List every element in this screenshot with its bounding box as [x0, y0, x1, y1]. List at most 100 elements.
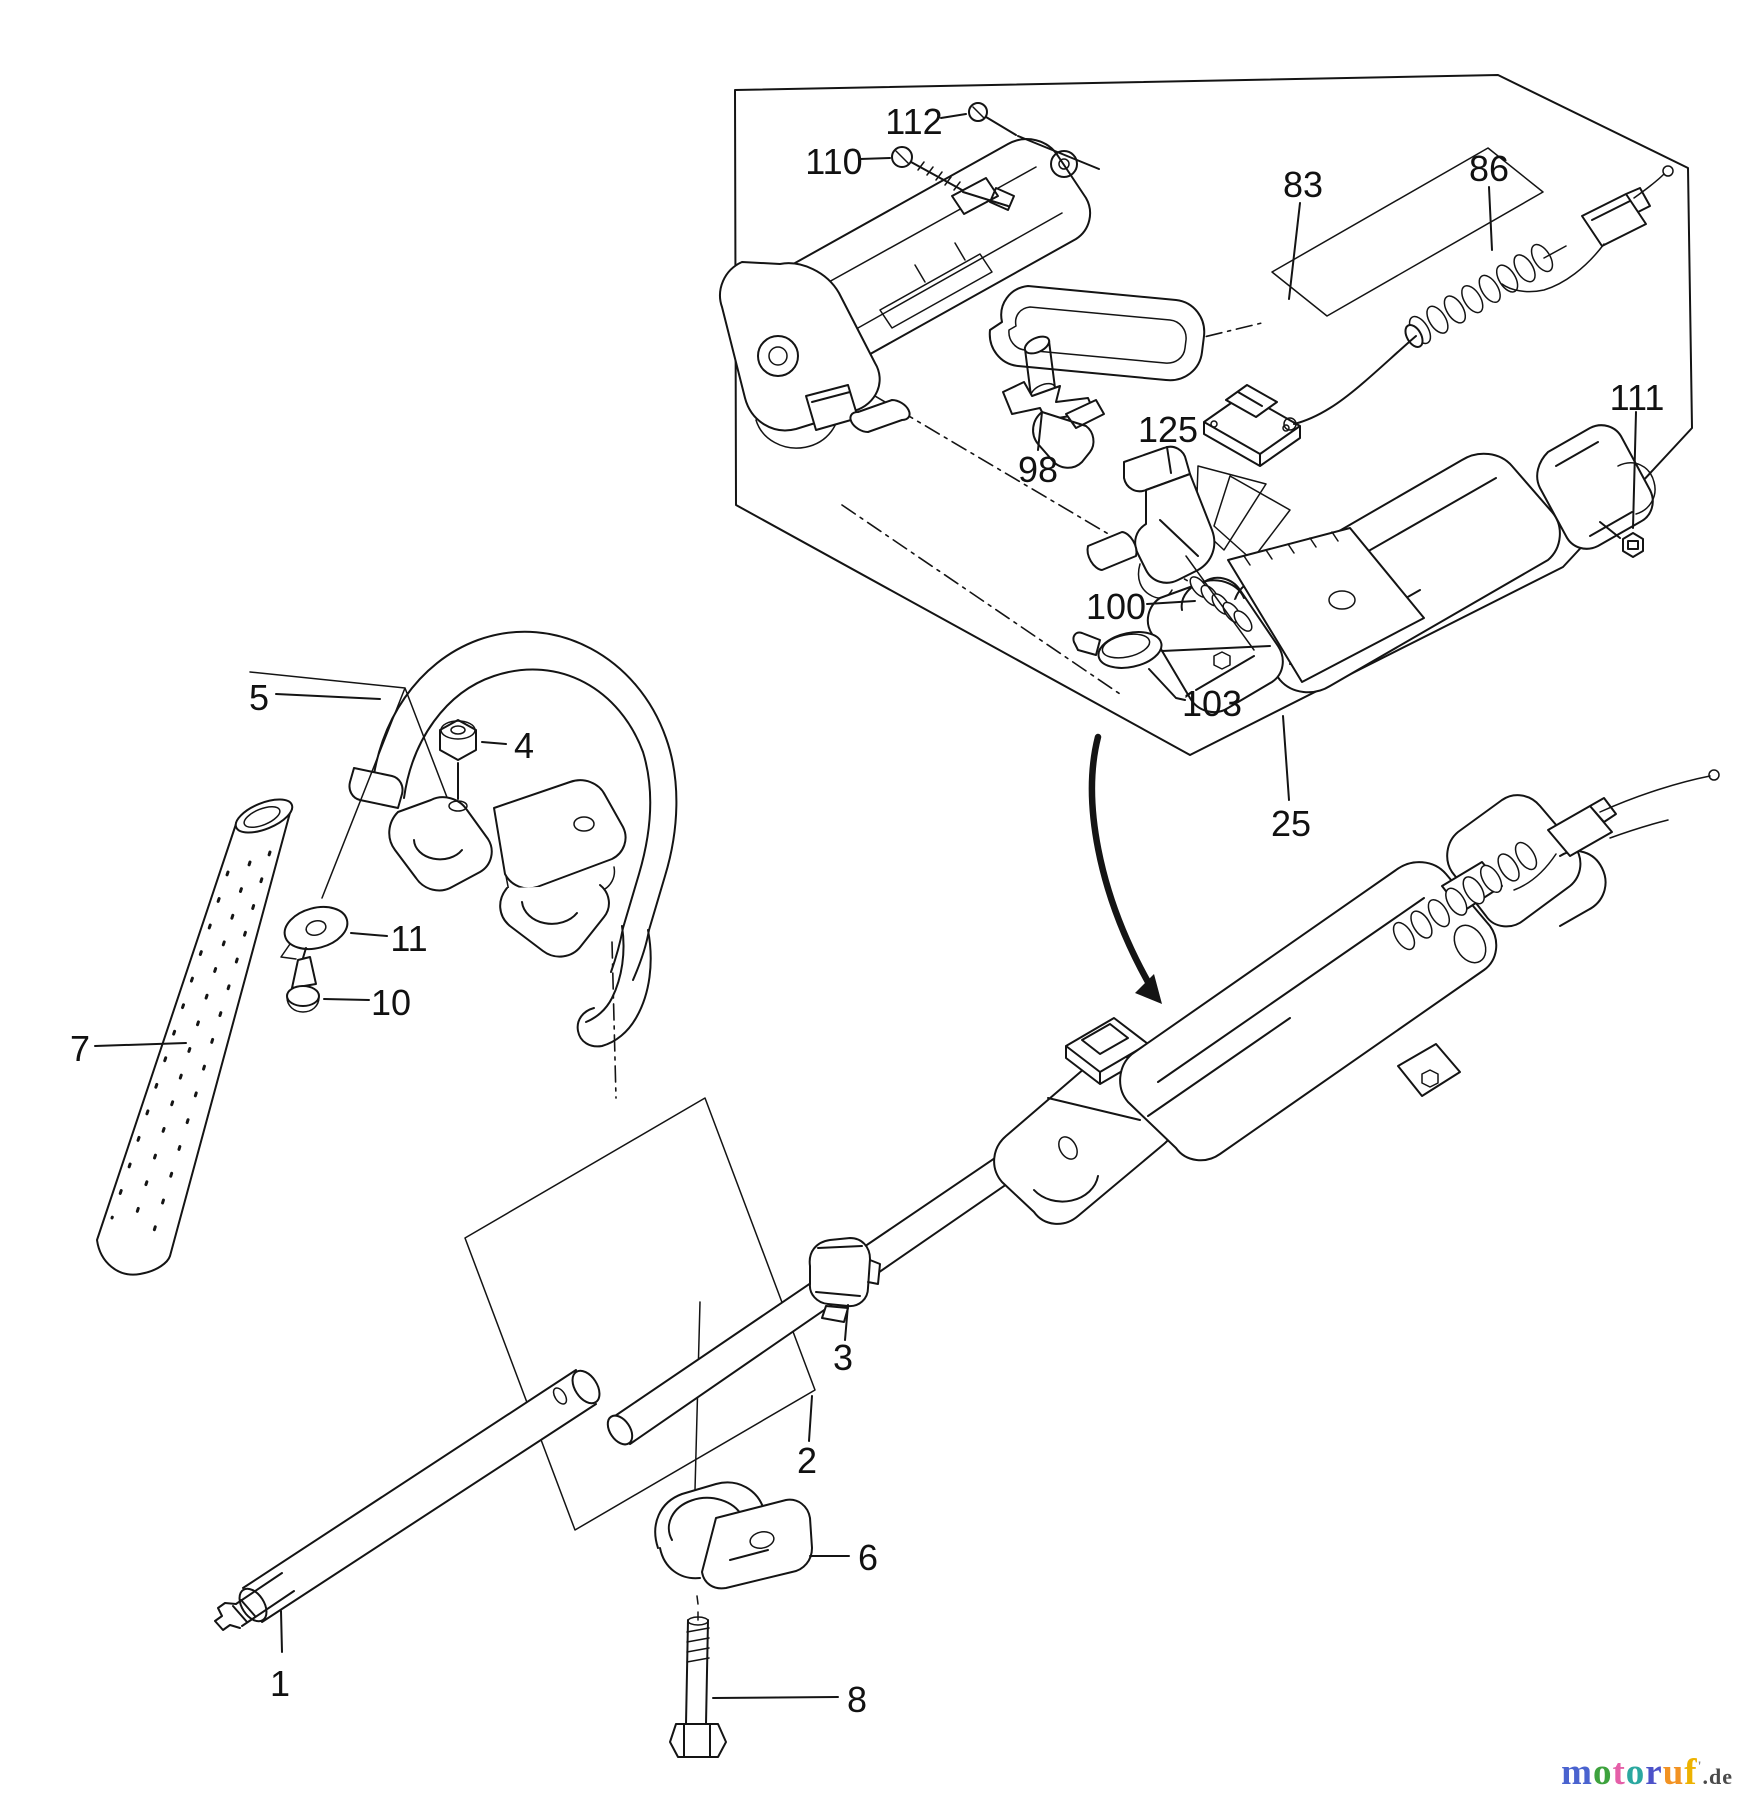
shaft-group-quad [464, 1097, 816, 1531]
grip-tube-body [96, 808, 292, 1276]
arrow-head [1135, 974, 1162, 1004]
clamp-6-block [701, 1498, 813, 1590]
grip-tube-texture [110, 850, 272, 1246]
loop-end-cap [348, 767, 404, 809]
assembled-wire-loop [1513, 819, 1669, 891]
throttle-rod-98 [1002, 335, 1105, 469]
washer-11-tab [280, 943, 297, 960]
part-label-125: 125 [1138, 409, 1198, 450]
screw-110-shaft [910, 161, 963, 191]
watermark-tick: ' [1697, 1759, 1703, 1775]
coil-loop [1513, 254, 1536, 283]
part-label-111: 111 [1610, 377, 1665, 418]
cable-run [1293, 335, 1417, 425]
part-label-10: 10 [371, 982, 411, 1023]
shaft-spline-tip [214, 1599, 256, 1631]
watermark-letter: t [1612, 1752, 1626, 1793]
wire-lead-bottom [1501, 243, 1605, 293]
bracket-lower-jaw [499, 884, 610, 958]
bracket-left-block [388, 796, 493, 892]
coil-loop [1479, 864, 1503, 894]
part-label-103: 103 [1182, 683, 1242, 724]
part-label-100: 100 [1086, 586, 1146, 627]
grip-tube-top-inner [243, 805, 281, 829]
hand-guard-loop [988, 285, 1206, 382]
part-label-6: 6 [858, 1537, 878, 1578]
label-leader-lines [94, 113, 1637, 1699]
lower-front-jaw [1146, 576, 1284, 714]
cap-outer [1097, 631, 1163, 669]
coil-loop [1530, 243, 1554, 273]
pivot-pin [849, 399, 911, 433]
part-label-1: 1 [270, 1663, 290, 1704]
nut-4-top [440, 720, 476, 740]
housing-latch [951, 177, 1015, 215]
part-label-7: 7 [70, 1028, 90, 1069]
bracket-axis [611, 941, 617, 1099]
inner-shaft [229, 1572, 295, 1627]
handle-bracket [249, 671, 652, 1099]
grommet-cap-103 [1072, 631, 1163, 669]
front-grip-tube-7 [96, 798, 294, 1276]
trigger-pivot-pin [1086, 531, 1138, 571]
screw-10-head-side [286, 996, 320, 1013]
assembled-cable-coil [1392, 841, 1538, 951]
bracket-nut-seat [448, 800, 468, 812]
coil-loop [1443, 295, 1467, 324]
screw-10-head [286, 985, 320, 1007]
drive-shaft-tube-1 [214, 1369, 601, 1631]
coil-loop [1478, 274, 1501, 304]
part-label-3: 3 [833, 1337, 853, 1378]
nut-4 [439, 719, 477, 761]
rod-cam [1032, 399, 1105, 469]
screw-10 [291, 947, 317, 989]
lower-handle-housing [1146, 424, 1656, 714]
switch-screw-right [1282, 424, 1290, 432]
coil-loop [1461, 284, 1484, 314]
screw-112-shaft [985, 116, 1017, 136]
trigger-lever [1134, 473, 1216, 584]
screw-110-threads [917, 161, 961, 191]
coil-loop [1462, 876, 1485, 905]
switch-screw-left [1210, 420, 1218, 428]
wire-lead-top [1633, 173, 1665, 199]
screw-112-slot [972, 106, 985, 119]
front-clamp-hole [1058, 1136, 1078, 1160]
bracket-right-block [493, 779, 627, 890]
jaw-bolt [1213, 651, 1231, 670]
tube-1-right-end [571, 1369, 601, 1405]
watermark-domain: .de [1702, 1764, 1733, 1789]
return-spring-100 [1185, 555, 1255, 651]
coil-loop [1426, 305, 1449, 334]
cable-link [1543, 245, 1567, 259]
shaft-clamp-3 [808, 1237, 881, 1323]
loop-outer [371, 630, 678, 981]
throttle-cable-86 [1283, 165, 1674, 431]
coil-loop [1410, 910, 1433, 939]
coil-loop [1495, 264, 1519, 293]
cap-inner [1101, 633, 1151, 659]
upper-handle-housing [719, 138, 1092, 449]
throttle-trigger-125 [1086, 445, 1291, 599]
washer-11 [283, 905, 349, 951]
watermark-letter: u [1662, 1752, 1685, 1793]
bolt-8-threads [686, 1627, 710, 1663]
coil-loop [1233, 610, 1253, 632]
assembled-wire-top [1599, 775, 1711, 813]
screw-110-slot [895, 150, 910, 165]
part-label-4: 4 [514, 725, 534, 766]
plunger-top [1023, 335, 1051, 355]
assembly-arrow [1088, 733, 1162, 1004]
jaw-boss-outer [757, 335, 799, 377]
housing-ribs [799, 166, 1063, 347]
switch-group-frame [1271, 147, 1544, 317]
bracket-hole [573, 816, 595, 832]
housing-boss-outer [1050, 150, 1078, 178]
plunger [1024, 340, 1056, 397]
watermark-letter: m [1561, 1752, 1593, 1793]
coil-loop [1392, 921, 1416, 951]
part-label-8: 8 [847, 1679, 867, 1720]
throttle-cable-coil [1408, 243, 1554, 345]
cap-tab [1072, 631, 1101, 656]
